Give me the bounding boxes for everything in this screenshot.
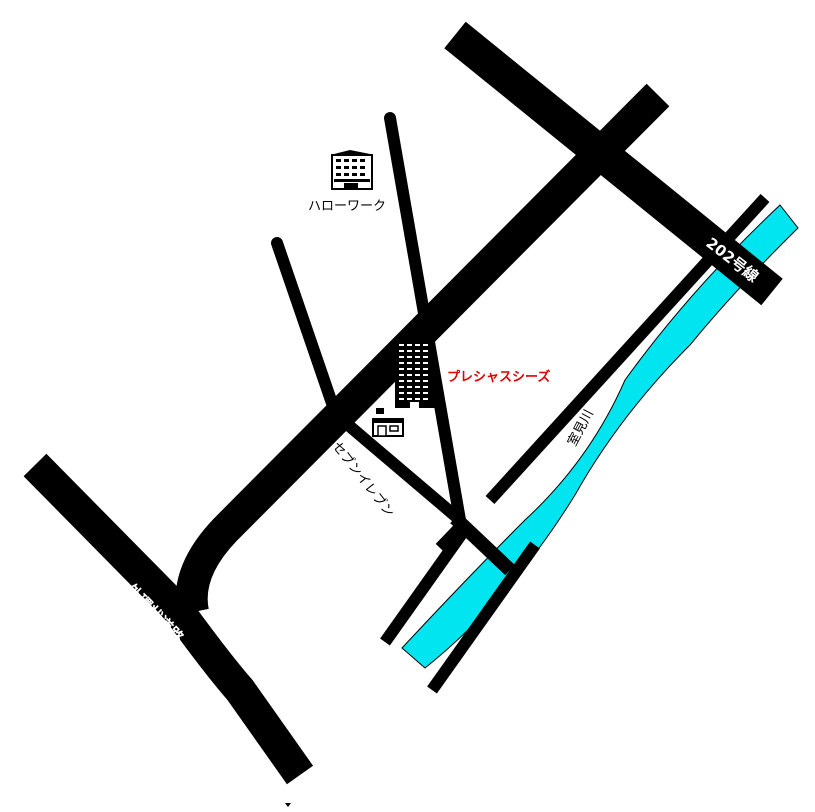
convenience-store-icon: [372, 408, 404, 437]
riverside-road-east: [485, 193, 770, 505]
road-network: [23, 21, 783, 785]
bridge-approach: [435, 517, 470, 553]
riverside-road-lower-east: [427, 541, 540, 694]
hello-work-label: ハローワーク: [308, 199, 386, 214]
seven-eleven-road: [336, 413, 464, 525]
outer-ring-road: [23, 453, 314, 785]
riverside-road-lower-west: [380, 521, 473, 646]
west-branch-road: [271, 237, 341, 418]
office-building-icon: [331, 150, 373, 190]
destination-label: プレシャスシーズ: [447, 369, 550, 385]
hello-work-road: [384, 112, 466, 526]
apartment-building-icon: [395, 340, 435, 408]
small-mark-icon: [285, 803, 291, 807]
